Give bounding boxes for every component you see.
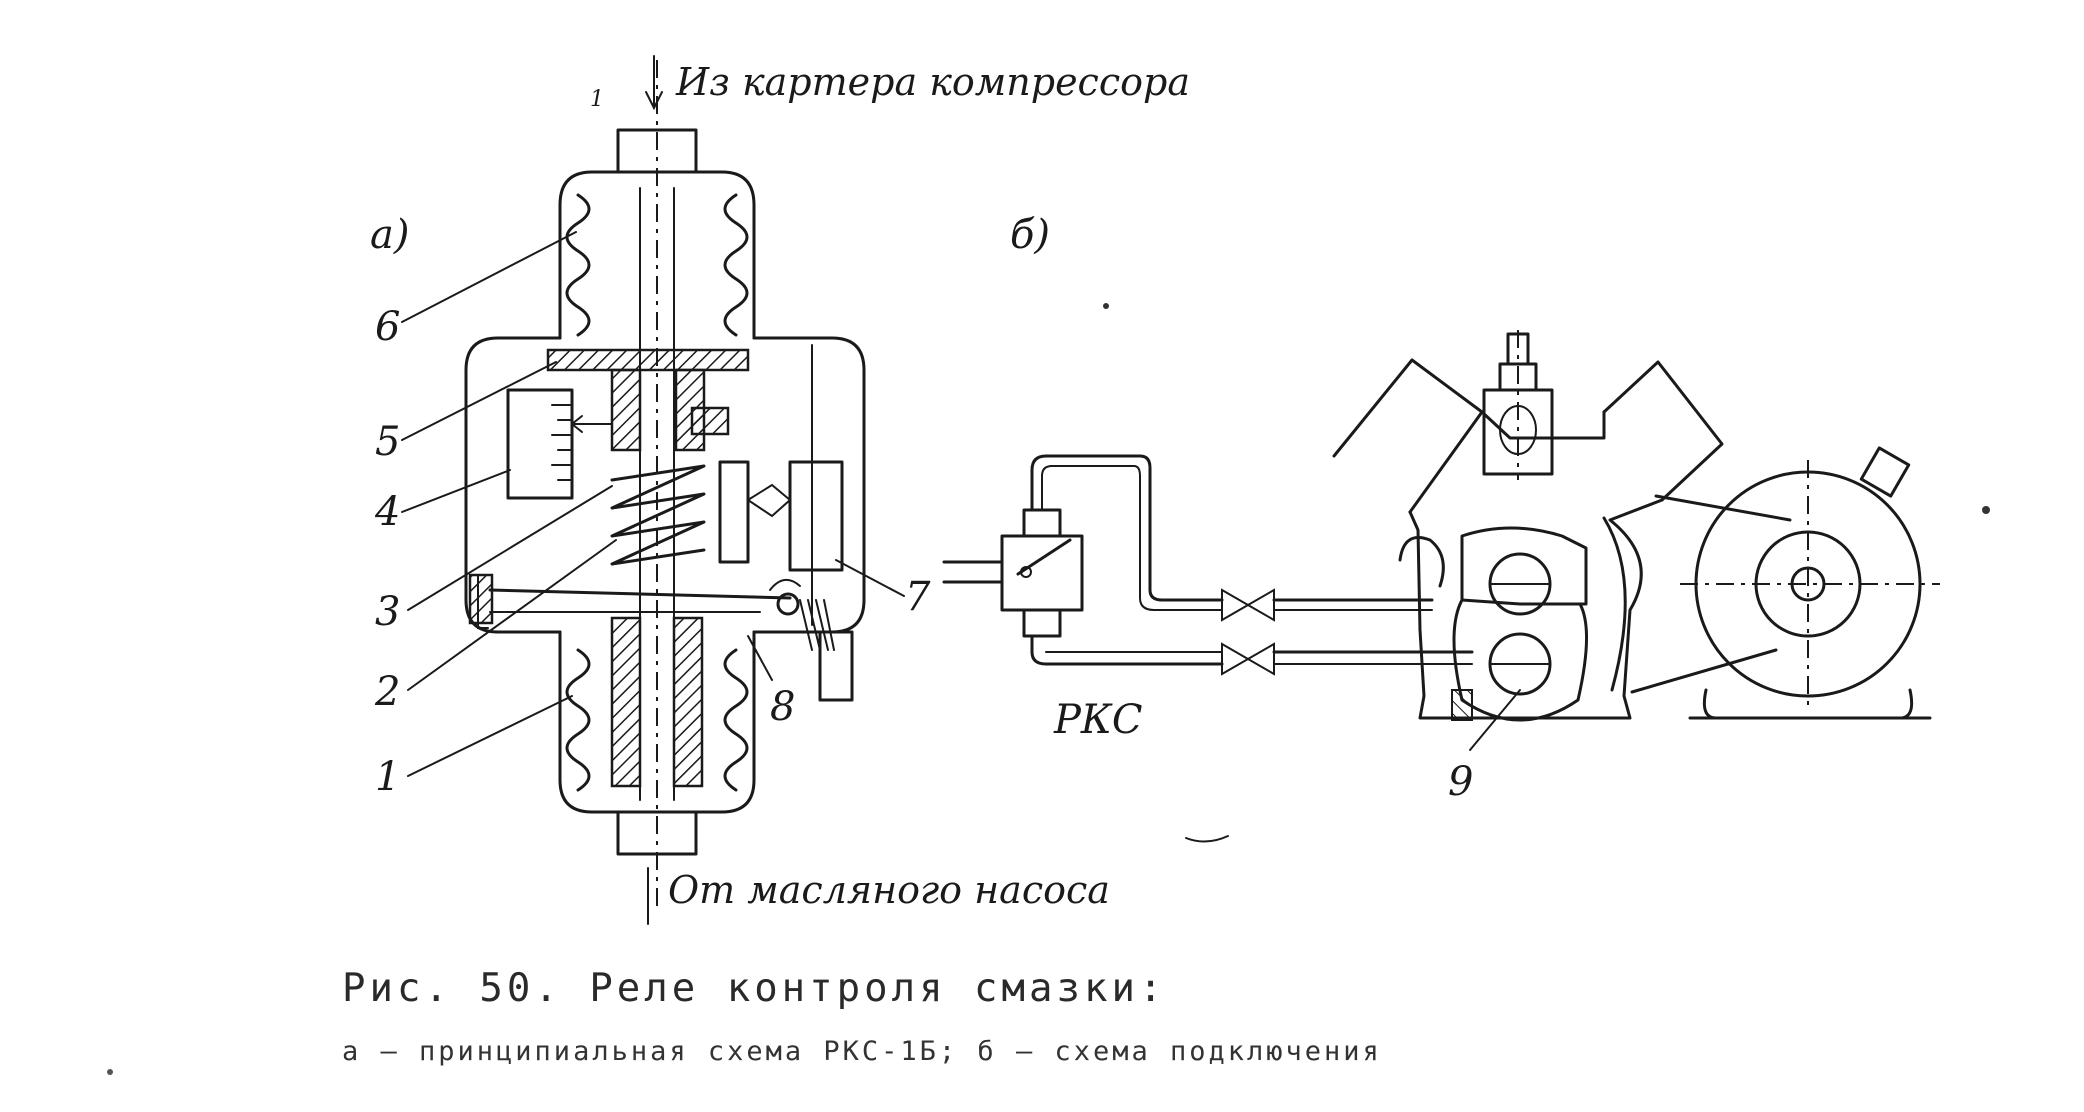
lever-pivot: [776, 592, 800, 616]
part-label-5: 5: [375, 419, 400, 465]
pump-housing-lower: [1452, 598, 1588, 722]
pump-housing-upper: [1460, 526, 1588, 606]
belt-upper: [1654, 494, 1792, 522]
part-label-1: 1: [375, 754, 400, 800]
pump-pipe: [1030, 634, 1224, 666]
relay-body-right: [752, 336, 866, 634]
valve-lower: [1221, 642, 1275, 676]
lower-bushing-left: [610, 616, 642, 788]
upper-housing: [558, 170, 756, 340]
micro-switch-7: [788, 460, 844, 572]
motor-terminal-box: [1859, 446, 1911, 498]
part-label-3: 3: [375, 589, 400, 635]
part-label-8: 8: [770, 684, 795, 730]
switch-plate: [718, 460, 750, 564]
relay-label: РКС: [1053, 697, 1142, 743]
part-label-6: 6: [375, 304, 400, 350]
adjust-screw: [690, 406, 730, 436]
figure-caption-title: Рис. 50. Реле контроля смазки:: [342, 966, 1167, 1011]
figure-caption-subtitle: а — принципиальная схема РКС-1Б; б — схе…: [342, 1036, 1382, 1067]
outlet-label: От масляного насоса: [668, 868, 1110, 912]
spring-2-3: [610, 464, 706, 566]
panel-a-label: а): [370, 212, 409, 258]
crankcase-pipe: [1030, 454, 1224, 602]
lower-bellows-left: [565, 648, 591, 792]
contact-spring: [799, 599, 835, 651]
plate-5: [546, 348, 750, 372]
compressor-cylinder-right: [1602, 360, 1724, 502]
part-label-2: 2: [374, 669, 400, 715]
bottom-pipe-fitting: [616, 810, 698, 856]
terminal: [818, 630, 854, 702]
part-label-7: 7: [905, 574, 931, 620]
leader-lines: [401, 231, 905, 777]
lower-bushing-right: [672, 616, 704, 788]
part-label-4: 4: [374, 489, 400, 535]
panel-b-label: б): [1010, 212, 1050, 258]
relay-cross-section: [401, 55, 905, 925]
top-mark: 1: [590, 87, 604, 112]
inlet-label: Из картера компрессора: [675, 60, 1190, 104]
connection-scheme: [942, 330, 1940, 751]
valve-upper: [1221, 588, 1275, 622]
part-label-9: 9: [1448, 759, 1473, 805]
relay-body-left: [464, 336, 562, 634]
upper-bellows-right: [723, 193, 749, 337]
lower-bellows-right: [723, 648, 749, 792]
upper-bellows-left: [565, 193, 591, 337]
crankcase: [1408, 498, 1664, 720]
relay-rks-box: [1000, 534, 1084, 612]
belt-lower: [1630, 648, 1778, 694]
lever: [488, 588, 792, 600]
compressor-cylinder-left: [1332, 358, 1484, 514]
scale-4: [506, 388, 574, 500]
